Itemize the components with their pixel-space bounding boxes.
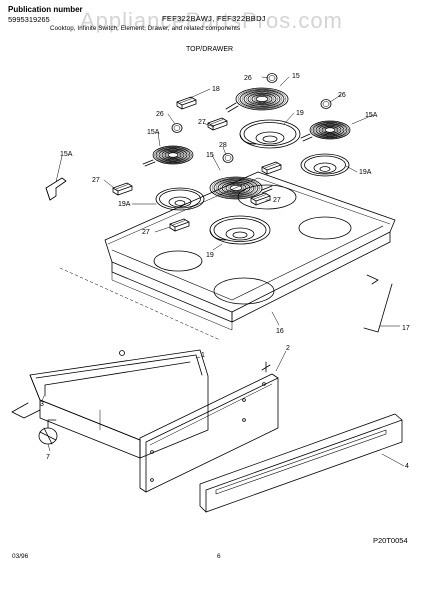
cooktop-panel: [104, 171, 396, 331]
publication-number: 5995319265: [8, 15, 50, 24]
callout-2: 2: [286, 345, 290, 352]
trim-ring-top: [266, 73, 278, 83]
drip-pan-small-right: [300, 153, 350, 177]
watermark-text: AppliancePartsPros.com: [80, 8, 343, 33]
footer-date: 03/96: [12, 553, 29, 560]
drip-pan-large-rear: [239, 119, 301, 149]
callout-26-top: 26: [244, 75, 252, 82]
receptacle-a: [207, 117, 228, 131]
callout-28: 28: [219, 142, 227, 149]
receptacle-c: [261, 161, 282, 175]
callout-labels: 26 15 18 26 26 19 15A 27 15A 28 15 15A 2…: [40, 73, 410, 470]
drip-pan-large-front: [209, 215, 271, 245]
callout-15-center: 15: [206, 152, 214, 159]
callout-3: 3: [40, 401, 44, 408]
callout-27-center: 27: [273, 197, 281, 204]
bracket-left: [45, 177, 67, 201]
callout-18: 18: [212, 86, 220, 93]
coil-element-small-right: [309, 120, 351, 140]
drawer-front-panel: [199, 413, 403, 513]
trim-ring-center: [222, 153, 234, 163]
header-subtitle: Cooktop, Infinite Switch, Element, Drawe…: [50, 25, 241, 32]
callout-15a-right: 15A: [365, 112, 378, 119]
callout-4: 4: [405, 463, 409, 470]
drawer-frame-panel: [139, 361, 279, 493]
callout-27-top: 27: [198, 119, 206, 126]
callout-19-rear: 19: [296, 110, 304, 117]
publication-label: Publication number: [8, 5, 83, 14]
callout-17: 17: [402, 325, 410, 332]
support-rod: [363, 274, 393, 333]
coil-element-large-front: [209, 176, 263, 200]
diagram-code: P20T0054: [373, 536, 408, 545]
callout-27-front: 27: [142, 229, 150, 236]
callout-7: 7: [46, 454, 50, 461]
callout-19a-right: 19A: [359, 169, 372, 176]
receptacle-e: [169, 218, 190, 232]
trim-ring-left: [171, 123, 183, 133]
callout-19a-left: 19A: [118, 201, 131, 208]
callout-27-left: 27: [92, 177, 100, 184]
callout-15-top: 15: [292, 73, 300, 80]
callout-19-front: 19: [206, 252, 214, 259]
coil-element-small-left: [152, 145, 194, 165]
coil-element-large-rear: [235, 87, 289, 111]
terminal-block: [176, 96, 197, 110]
trim-ring-right: [320, 99, 332, 109]
section-title: TOP/DRAWER: [186, 46, 234, 53]
model-numbers: FEF322BAWJ, FEF322BBDJ: [162, 14, 266, 23]
callout-15a-bracket: 15A: [60, 151, 73, 158]
callout-16: 16: [276, 328, 284, 335]
callout-1: 1: [201, 352, 205, 359]
receptacle-b: [112, 182, 133, 196]
page-number: 6: [217, 553, 221, 560]
callout-26-left: 26: [156, 111, 164, 118]
callout-26-right: 26: [338, 92, 346, 99]
callout-15a-left: 15A: [147, 129, 160, 136]
